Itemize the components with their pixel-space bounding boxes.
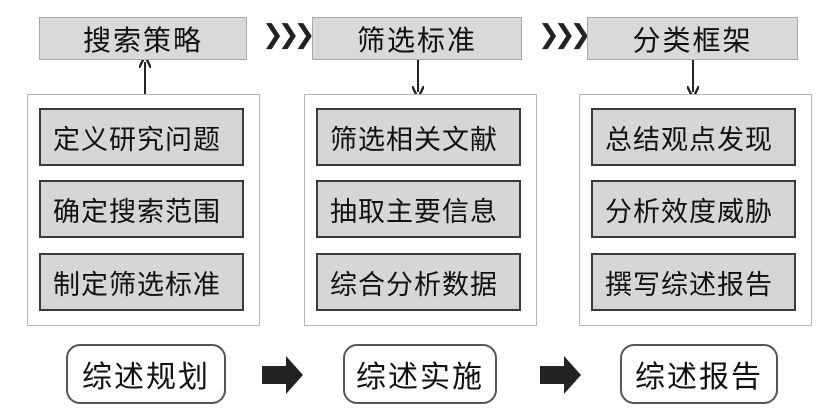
step-screen-literature: 筛选相关文献 [316,108,521,166]
column-header-classification-framework: 分类框架 [587,17,798,60]
block-arrow-1 [262,356,303,394]
chevron-right-icon: ❯❯❯ [538,20,591,50]
step-analyze-validity: 分析效度威胁 [591,180,796,238]
step-write-report: 撰写综述报告 [591,253,796,311]
step-set-criteria: 制定筛选标准 [39,253,244,311]
step-define-question: 定义研究问题 [39,108,244,166]
step-summarize-findings: 总结观点发现 [591,108,796,166]
step-synthesize-data: 综合分析数据 [316,253,521,311]
stage-planning: 综述规划 [66,344,226,404]
step-extract-info: 抽取主要信息 [316,180,521,238]
step-determine-scope: 确定搜索范围 [39,180,244,238]
block-arrow-2 [540,356,581,394]
stage-reporting: 综述报告 [620,344,778,404]
column-header-search-strategy: 搜索策略 [39,17,247,60]
column-header-screening-criteria: 筛选标准 [312,17,522,60]
stage-implementation: 综述实施 [343,344,497,404]
chevron-right-icon: ❯❯❯ [262,20,315,50]
